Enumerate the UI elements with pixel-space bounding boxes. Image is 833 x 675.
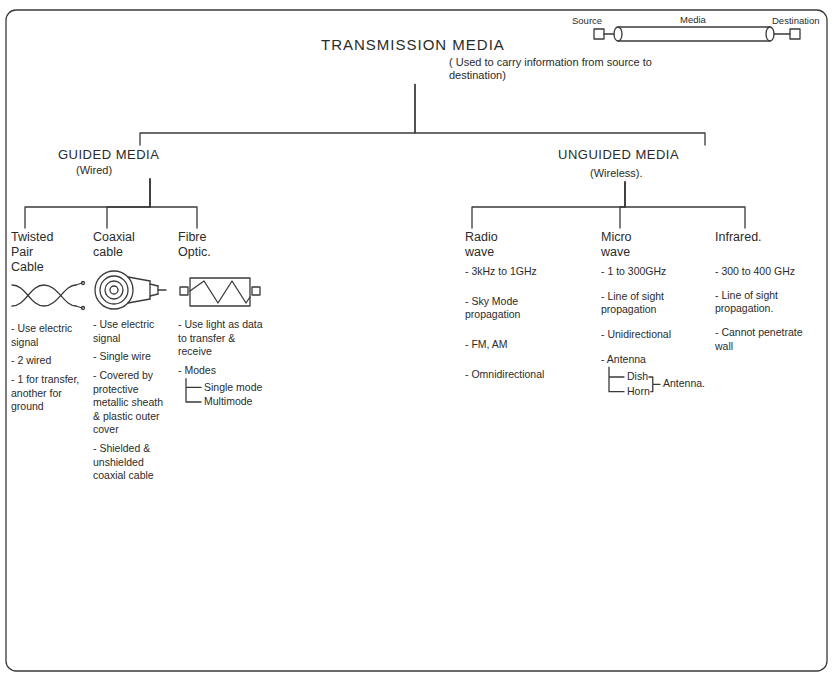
- bullet-text: - Modes: [178, 364, 216, 378]
- tree-connector: [150, 179, 197, 228]
- bullet-text: Single mode: [204, 381, 262, 395]
- tree-connector: [620, 182, 625, 228]
- node-heading: UNGUIDED MEDIA: [558, 147, 679, 163]
- bullet-text: - 3kHz to 1GHz: [465, 265, 537, 279]
- bullet-text: - Line of sight propagation: [601, 290, 705, 317]
- bullet-text: - Sky Mode propagation: [465, 295, 559, 322]
- bullet-text: - Line of sight propagation.: [715, 289, 813, 316]
- node-heading: Coaxial cable: [93, 230, 145, 260]
- bullet-text: - Cannot penetrate wall: [715, 326, 813, 353]
- bullet-text: - 300 to 400 GHz: [715, 265, 795, 279]
- tree-connector: [472, 182, 625, 228]
- tree-connector: [25, 179, 150, 228]
- media-type: Twisted Pair Cable - Use electric signal -…: [8, 228, 88, 416]
- node-heading: Infrared.: [715, 230, 762, 245]
- node-heading: TRANSMISSION MEDIA: [321, 36, 505, 54]
- twisted-pair-drawing: [12, 282, 85, 310]
- tree-connector: [415, 84, 705, 145]
- fibre-optic-drawing: [180, 278, 260, 306]
- node-subheading: (Wired): [76, 164, 112, 177]
- part-label: Destination: [772, 15, 820, 26]
- part-label: Media: [680, 14, 706, 25]
- bullet-text: - 2 wired: [11, 354, 51, 368]
- bullet-text: Horn: [627, 385, 650, 399]
- bullet-text: - Antenna: [601, 353, 646, 367]
- tree-connector: [140, 84, 415, 145]
- media-type: Fibre Optic. - Use light as data to trans…: [175, 228, 267, 411]
- source-media-destination-icon: [594, 27, 800, 41]
- media-type: Coaxial cable - Use electric signal - Sing…: [90, 228, 170, 485]
- part-label: Source: [572, 15, 602, 26]
- node-subheading: ( Used to carry information from source …: [449, 56, 664, 82]
- media-type: Radio wave - 3kHz to 1GHz - Sky Mode propa…: [462, 228, 562, 383]
- bullet-text: Antenna.: [663, 377, 705, 391]
- bullet-text: - Single wire: [93, 350, 151, 364]
- bullet-text: - Unidirectional: [601, 328, 671, 342]
- coaxial-cable-drawing: [95, 271, 166, 309]
- node-heading: Micro wave: [601, 230, 651, 260]
- node-subheading: (Wireless).: [590, 167, 643, 180]
- node-heading: Fibre Optic.: [178, 230, 230, 260]
- node-heading: GUIDED MEDIA: [58, 147, 159, 163]
- node-heading: Twisted Pair Cable: [11, 230, 63, 275]
- root-heading: TRANSMISSION MEDIA ( Used to carry inform…: [318, 34, 670, 84]
- tree-connector: [107, 179, 150, 228]
- bullet-text: - FM, AM: [465, 338, 508, 352]
- bullet-text: - Shielded & unshielded coaxial cable: [93, 442, 167, 483]
- media-type: Infrared. - 300 to 400 GHz - Line of sight…: [712, 228, 816, 355]
- bullet-text: Dish: [627, 370, 648, 384]
- node-heading: Radio wave: [465, 230, 515, 260]
- media-type: Micro wave - 1 to 300GHz - Line of sight p…: [598, 228, 708, 393]
- bullet-text: - Omnidirectional: [465, 368, 544, 382]
- tree-connector: [625, 182, 745, 228]
- bullet-text: - 1 for transfer, another for ground: [11, 373, 85, 414]
- modes-bracket: [186, 379, 201, 402]
- bullet-text: - 1 to 300GHz: [601, 265, 666, 279]
- bullet-text: - Covered by protective metallic sheath …: [93, 369, 167, 437]
- category-heading: UNGUIDED MEDIA (Wireless).: [555, 145, 723, 182]
- page-frame: [6, 10, 827, 671]
- bullet-text: - Use electric signal: [11, 322, 85, 349]
- bullet-text: - Use light as data to transfer & receiv…: [178, 318, 264, 359]
- category-heading: GUIDED MEDIA(Wired): [55, 145, 180, 179]
- bullet-text: Multimode: [204, 395, 252, 409]
- bullet-text: - Use electric signal: [93, 318, 167, 345]
